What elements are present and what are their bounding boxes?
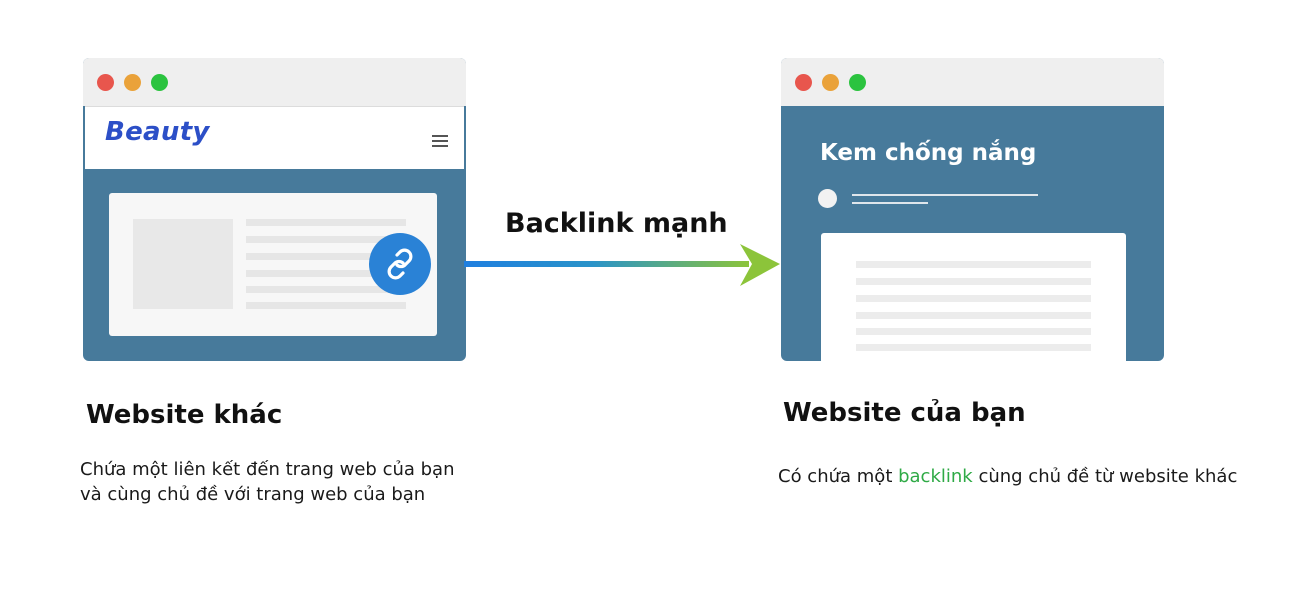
backlink-highlight: backlink <box>898 466 973 487</box>
caption-text-part: Có chứa một <box>778 466 899 487</box>
page-heading: Kem chống nắng <box>820 140 1037 166</box>
meta-line <box>852 202 928 204</box>
text-placeholder-line <box>246 302 406 309</box>
thumbnail-placeholder <box>133 219 233 309</box>
left-window-titlebar <box>83 58 466 106</box>
left-browser-window: Beauty <box>83 58 466 361</box>
window-minimize-dot <box>822 74 839 91</box>
left-caption-title: Website khác <box>86 400 283 430</box>
left-caption-line: Chứa một liên kết đến trang web của bạn <box>80 459 455 480</box>
left-caption-line: và cùng chủ đề với trang web của bạn <box>80 484 426 505</box>
text-placeholder-line <box>246 270 406 277</box>
right-caption-title: Website của bạn <box>783 398 1026 428</box>
window-maximize-dot <box>151 74 168 91</box>
window-close-dot <box>795 74 812 91</box>
arrow-label: Backlink mạnh <box>505 208 728 239</box>
text-placeholder-line <box>856 312 1091 319</box>
right-window-titlebar <box>781 58 1164 106</box>
brand-logo: Beauty <box>105 117 210 147</box>
link-icon[interactable] <box>369 233 431 295</box>
caption-text-part: cùng chủ đề từ website khác <box>972 466 1238 487</box>
right-content-card <box>821 233 1126 361</box>
window-maximize-dot <box>849 74 866 91</box>
window-close-dot <box>97 74 114 91</box>
text-placeholder-line <box>246 286 406 293</box>
right-caption-text: Có chứa một backlink cùng chủ đề từ webs… <box>778 464 1238 489</box>
left-site-navbar: Beauty <box>85 106 464 169</box>
text-placeholder-line <box>856 261 1091 268</box>
menu-icon <box>432 135 448 147</box>
right-browser-window: Kem chống nắng <box>781 58 1164 361</box>
text-placeholder-line <box>246 253 406 260</box>
window-minimize-dot <box>124 74 141 91</box>
text-placeholder-line <box>246 219 406 226</box>
meta-line <box>852 194 1038 196</box>
text-placeholder-line <box>856 295 1091 302</box>
arrow-right-icon <box>464 244 780 286</box>
left-caption-text: Chứa một liên kết đến trang web của bạn … <box>80 457 480 507</box>
text-placeholder-line <box>856 278 1091 285</box>
text-placeholder-line <box>246 236 406 243</box>
text-placeholder-line <box>856 344 1091 351</box>
author-avatar <box>818 189 837 208</box>
text-placeholder-line <box>856 328 1091 335</box>
